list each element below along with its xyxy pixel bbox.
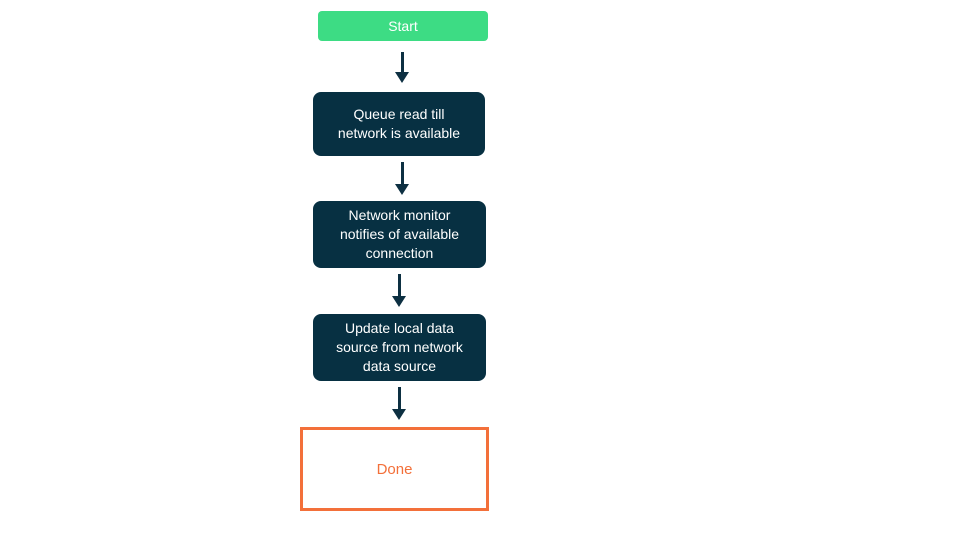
arrow-head xyxy=(392,409,406,420)
arrow-head xyxy=(395,72,409,83)
arrow-down-icon xyxy=(392,387,406,420)
arrow-shaft xyxy=(400,52,404,72)
flow-node-start-label: Start xyxy=(388,17,418,34)
flow-node-done-label: Done xyxy=(376,460,413,478)
arrow-shaft xyxy=(397,387,401,409)
flow-node-update-local-data-label: Update local data source from network da… xyxy=(336,320,463,374)
flow-node-queue-read: Queue read till network is available xyxy=(313,92,485,156)
flow-node-queue-read-label: Queue read till network is available xyxy=(337,106,461,141)
flow-node-network-monitor-label: Network monitor notifies of available co… xyxy=(339,207,460,261)
flow-node-done: Done xyxy=(300,427,489,511)
arrow-shaft xyxy=(400,162,404,184)
flow-node-network-monitor: Network monitor notifies of available co… xyxy=(313,201,486,268)
arrow-down-icon xyxy=(392,274,406,307)
flow-node-update-local-data: Update local data source from network da… xyxy=(313,314,486,381)
arrow-down-icon xyxy=(395,52,409,83)
arrow-shaft xyxy=(397,274,401,296)
arrow-down-icon xyxy=(395,162,409,195)
arrow-head xyxy=(395,184,409,195)
flow-node-start: Start xyxy=(318,11,488,41)
arrow-head xyxy=(392,296,406,307)
